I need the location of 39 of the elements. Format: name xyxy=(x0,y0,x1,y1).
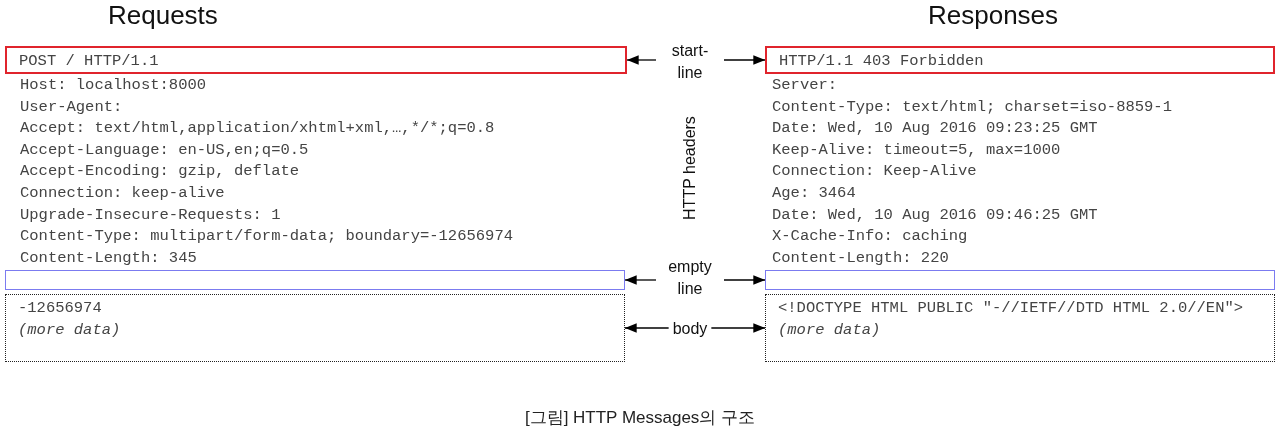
header-line: Upgrade-Insecure-Requests: 1 xyxy=(20,204,281,226)
header-line: Age: 3464 xyxy=(772,183,856,204)
code-line: <!DOCTYPE HTML PUBLIC "-//IETF//DTD HTML 2.0//EN"> xyxy=(778,298,1245,319)
header-line: Date: Wed, 10 Aug 2016 09:46:25 GMT xyxy=(772,204,1098,226)
arrow xyxy=(624,323,670,333)
arrow xyxy=(624,275,657,285)
message-body-box xyxy=(765,294,1275,362)
code-line: (more data) xyxy=(778,320,882,341)
annotation-label: start-line xyxy=(660,40,720,84)
header-line: Content-Length: 345 xyxy=(20,247,197,269)
code-line: POST / HTTP/1.1 xyxy=(19,51,160,72)
header-line: Connection: keep-alive xyxy=(20,183,225,204)
header-line: Accept-Encoding: gzip, deflate xyxy=(20,161,300,183)
header-line: User-Agent: xyxy=(20,96,123,118)
figure-caption: [그림] HTTP Messages의 구조 xyxy=(523,407,757,429)
header-line: X-Cache-Info: caching xyxy=(772,226,968,248)
header-line: Connection: Keep-Alive xyxy=(772,161,977,183)
code-line: -12656974 xyxy=(18,298,103,319)
arrow xyxy=(710,323,766,333)
column-title: Responses xyxy=(928,0,1059,31)
arrow xyxy=(723,55,766,65)
header-line: Content-Type: text/html; charset=iso-8859-1 xyxy=(772,96,1172,118)
header-line: Date: Wed, 10 Aug 2016 09:23:25 GMT xyxy=(772,118,1098,140)
code-line: (more data) xyxy=(18,320,122,341)
header-line: Content-Type: multipart/form-data; boundary=-12656974 xyxy=(20,226,513,248)
annotation-label: body xyxy=(672,318,708,340)
code-line: HTTP/1.1 403 Forbidden xyxy=(779,51,985,72)
header-line: Keep-Alive: timeout=5, max=1000 xyxy=(772,139,1061,161)
header-line: Accept-Language: en-US,en;q=0.5 xyxy=(20,139,309,161)
message-body-box xyxy=(5,294,625,362)
section-label: HTTP headers xyxy=(681,116,699,220)
header-line: Server: xyxy=(772,75,838,96)
column-title: Requests xyxy=(108,0,218,31)
annotation-label: empty line xyxy=(660,256,720,300)
arrow xyxy=(723,275,766,285)
header-line: Accept: text/html,application/xhtml+xml,…,*/*;q=0.8 xyxy=(20,118,495,140)
header-line: Host: localhost:8000 xyxy=(20,75,207,96)
arrow xyxy=(626,55,657,65)
header-line: Content-Length: 220 xyxy=(772,247,949,269)
